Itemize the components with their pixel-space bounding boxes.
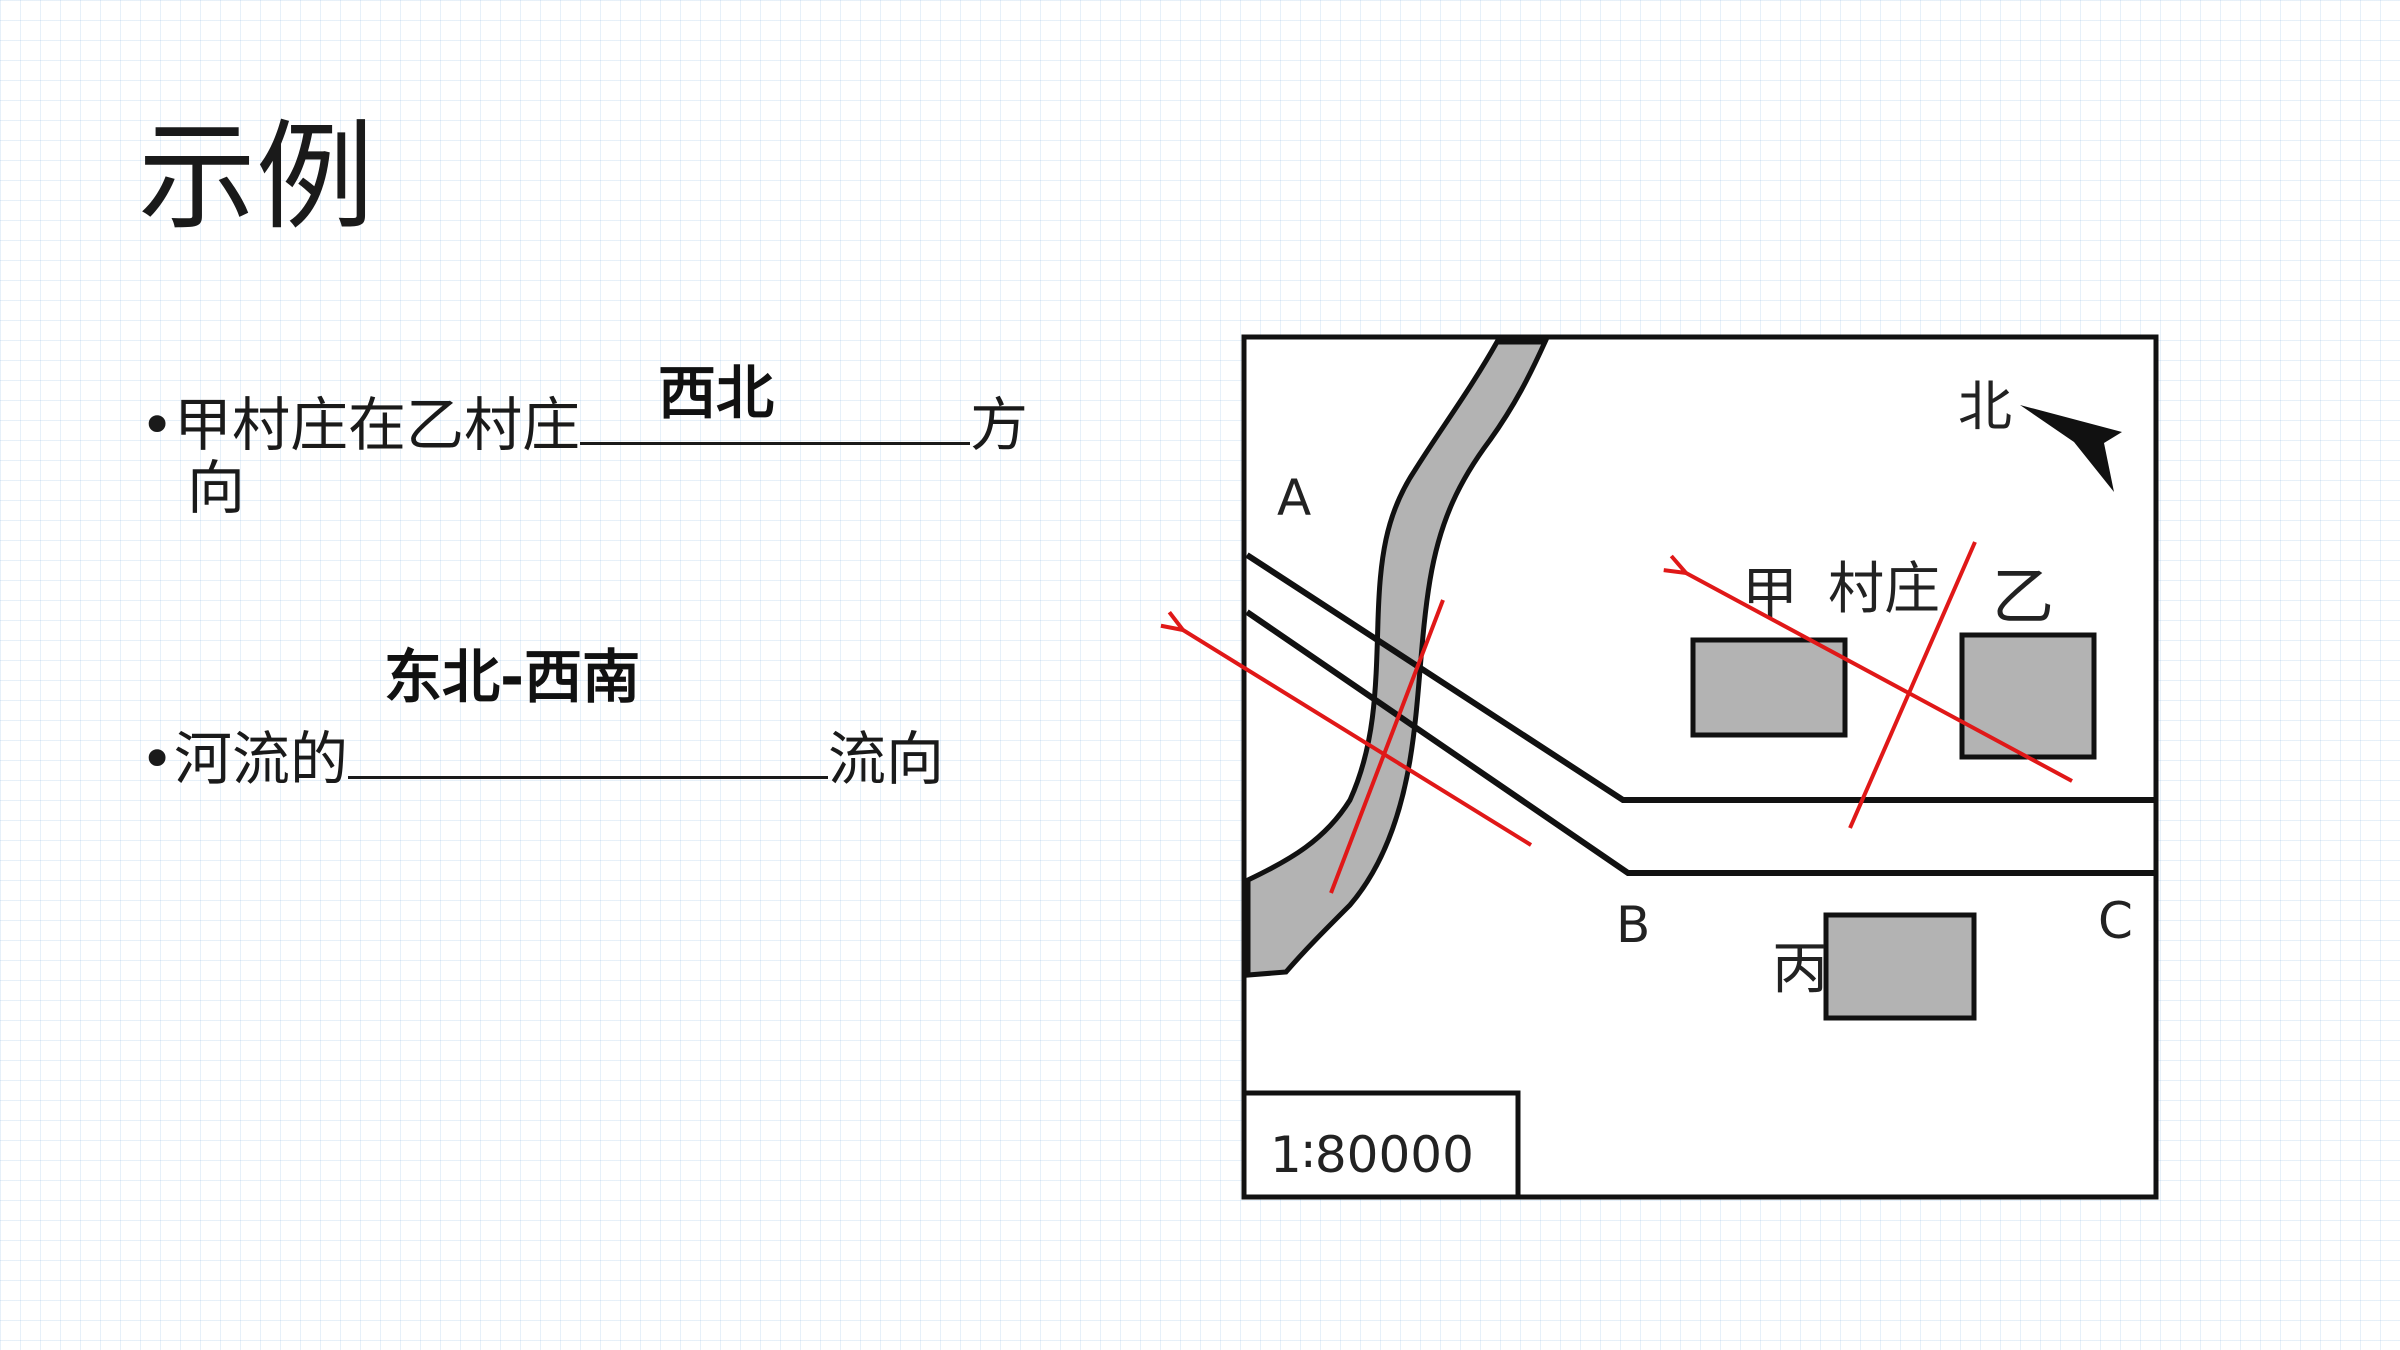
question-1-before: 甲村庄在乙村庄 [174,391,581,459]
question-1: •甲村庄在乙村庄 方 [140,392,1028,457]
building-yi [1959,632,2097,760]
road-lower [1245,609,2154,876]
question-2-blank[interactable] [348,726,829,779]
river [1245,339,1549,978]
road-upper [1245,552,2154,803]
slide-title: 示例 [138,108,375,246]
question-1-after: 方 [970,391,1029,459]
answer-2: 东北-西南 [384,643,641,711]
building-jia [1690,637,1848,738]
north-arrow-icon [2020,405,2122,492]
building-bing [1823,912,1977,1021]
question-2-before: 河流的 [174,725,349,793]
question-2-after: 流向 [828,725,945,793]
river-direction-arrow [1183,630,1533,847]
answer-1: 西北 [658,359,775,427]
label-bing: 丙 [1772,937,1828,1002]
question-1-wrap: 向 [187,454,246,522]
scale-text: 1∶80000 [1270,1126,1474,1184]
label-b: B [1616,896,1650,954]
label-north: 北 [1958,375,2012,438]
label-yi: 乙 [1992,560,2054,633]
label-a: A [1277,469,1311,527]
question-2: •河流的 流向 [140,726,944,791]
label-village: 村庄 [1828,557,1940,622]
label-c: C [2098,892,2133,950]
question-1-blank[interactable] [580,392,971,445]
village-perpendicular-line [1848,541,1977,829]
village-direction-arrow [1686,573,2073,783]
river-perpendicular-line [1329,599,1445,894]
bullet-1: • [140,391,175,459]
scale-box [1241,1090,1521,1200]
bullet-2: • [140,725,175,793]
